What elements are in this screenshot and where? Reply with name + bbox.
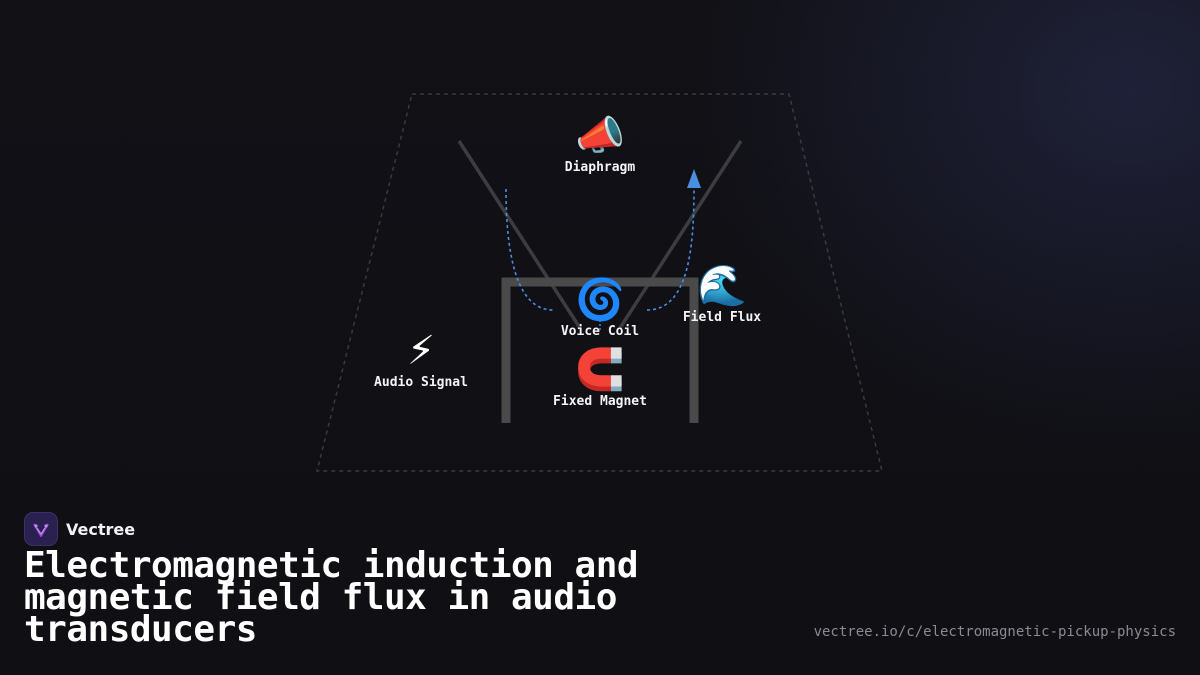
cone-left-line xyxy=(457,140,582,329)
fixed-magnet-label: Fixed Magnet xyxy=(553,394,647,409)
field-flux-node: 🌊 Field Flux xyxy=(683,262,761,326)
audio-signal-node: ⚡ Audio Signal xyxy=(374,327,468,391)
diaphragm-label: Diaphragm xyxy=(564,160,636,175)
lightning-icon: ⚡ xyxy=(406,328,436,374)
page-title: Electromagnetic induction and magnetic f… xyxy=(24,545,639,650)
audio-signal-label: Audio Signal xyxy=(374,375,468,390)
wave-icon: 🌊 xyxy=(697,263,747,309)
field-flux-label: Field Flux xyxy=(682,310,762,325)
cone-right-line xyxy=(618,140,743,329)
spiral-icon: 🌀 xyxy=(575,277,625,323)
flux-curve-right xyxy=(646,187,695,311)
speaker-outline xyxy=(316,93,883,472)
voice-coil-node: 🌀 Voice Coil xyxy=(561,276,639,340)
source-url[interactable]: vectree.io/c/electromagnetic-pickup-phys… xyxy=(813,624,1176,640)
brand-name: Vectree xyxy=(66,519,136,539)
vectree-logo-icon xyxy=(24,512,58,546)
flux-arrowhead xyxy=(687,169,701,188)
diaphragm-node: 📣 Diaphragm xyxy=(565,112,635,176)
magnet-icon: 🧲 xyxy=(575,347,625,393)
magnet-frame xyxy=(501,277,699,423)
flux-curve-left xyxy=(505,188,554,311)
fixed-magnet-node: 🧲 Fixed Magnet xyxy=(553,346,647,410)
voice-coil-label: Voice Coil xyxy=(560,324,640,339)
megaphone-icon: 📣 xyxy=(575,113,625,159)
brand[interactable]: Vectree xyxy=(24,512,135,546)
